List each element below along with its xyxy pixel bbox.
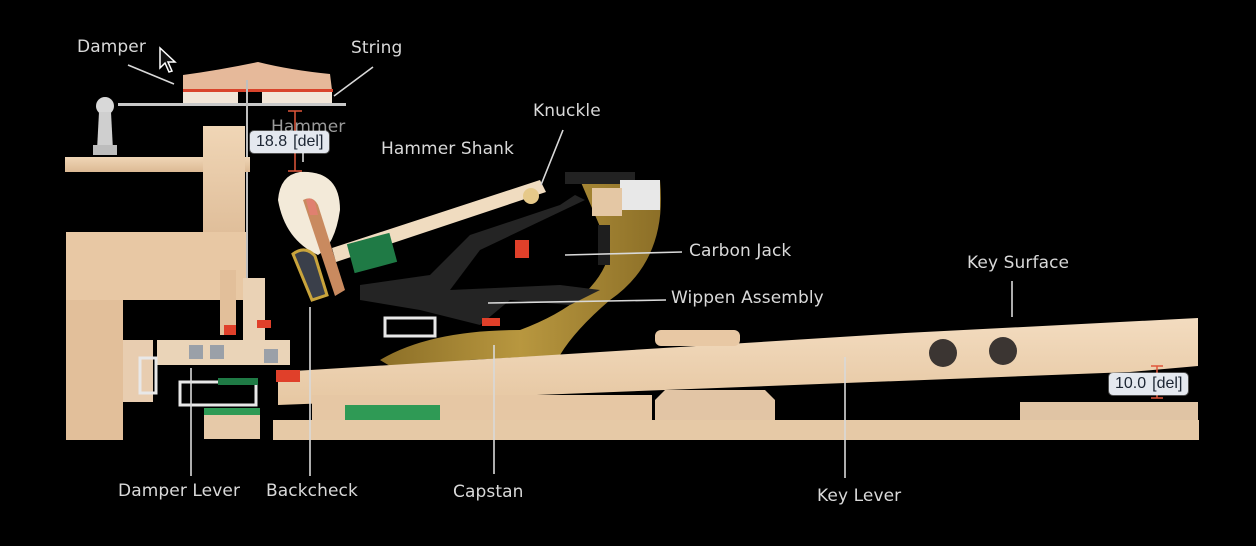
balance-rail <box>655 390 775 421</box>
label-knuckle: Knuckle <box>533 101 601 121</box>
damper-lever-assembly <box>138 270 290 439</box>
delete-measurement-button[interactable]: [del] <box>1152 375 1183 392</box>
label-backcheck: Backcheck <box>266 481 358 501</box>
label-string: String <box>351 38 403 58</box>
label-wippen-assembly: Wippen Assembly <box>671 288 824 308</box>
label-capstan: Capstan <box>453 482 524 502</box>
damper-wire <box>246 80 248 305</box>
front-felt <box>345 405 440 421</box>
hammer-head <box>278 171 345 296</box>
measurement-badge-key-dip: 10.0 [del] <box>1109 373 1189 395</box>
measurement-value: 18.8 <box>256 133 288 150</box>
front-punching <box>276 370 300 382</box>
label-key-lever: Key Lever <box>817 486 902 506</box>
delete-measurement-button[interactable]: [del] <box>293 133 324 150</box>
back-rail <box>1020 402 1198 422</box>
key-lever <box>278 318 1198 405</box>
hammer-butt-felt <box>346 232 398 274</box>
key-weight-2 <box>989 337 1017 365</box>
label-carbon-jack: Carbon Jack <box>689 241 792 261</box>
key-weight-1 <box>929 339 957 367</box>
backcheck-part <box>291 248 329 302</box>
label-key-surface: Key Surface <box>967 253 1070 273</box>
mouse-pointer-icon <box>159 46 177 73</box>
action-frame <box>66 232 246 440</box>
balance-rail-hump <box>655 330 740 346</box>
damper-block <box>183 62 333 104</box>
label-damper-lever: Damper Lever <box>118 481 241 501</box>
leader-lines <box>127 64 1013 478</box>
string-wire <box>118 103 346 106</box>
wippen <box>360 172 660 338</box>
damper-knob <box>93 97 117 155</box>
label-hammer-shank: Hammer Shank <box>381 139 514 159</box>
keybed <box>273 420 1199 440</box>
measurement-badge-hammer-string: 18.8 [del] <box>250 131 330 153</box>
measurement-value: 10.0 <box>1115 375 1147 392</box>
label-damper: Damper <box>77 37 146 57</box>
